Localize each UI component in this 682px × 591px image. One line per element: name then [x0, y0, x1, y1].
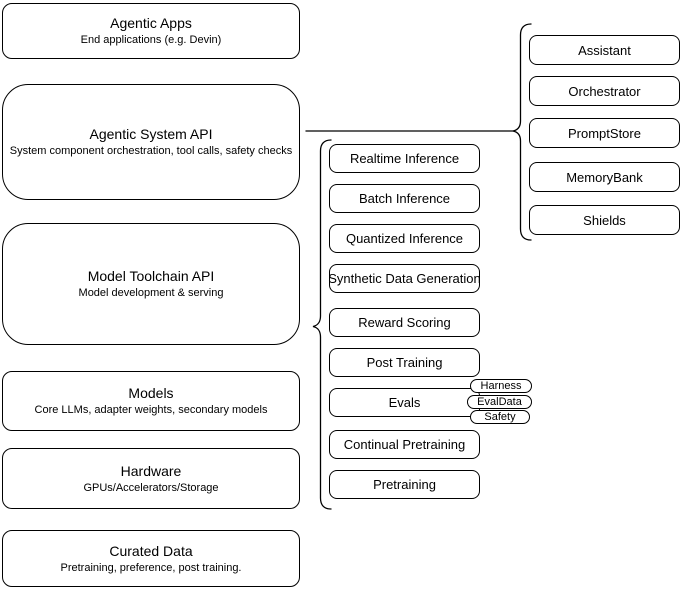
node-evals: Evals — [329, 388, 480, 417]
node-title: Agentic Apps — [110, 15, 192, 31]
node-quantized-inference: Quantized Inference — [329, 224, 480, 253]
node-label: Assistant — [578, 42, 631, 58]
node-title: Curated Data — [109, 542, 193, 559]
node-label: PromptStore — [568, 125, 641, 141]
node-orchestrator: Orchestrator — [529, 76, 680, 106]
node-label: MemoryBank — [566, 169, 643, 185]
node-label: Post Training — [366, 355, 443, 370]
tag-label: Safety — [484, 411, 516, 423]
node-label: Continual Pretraining — [343, 437, 466, 452]
node-synthetic-data-generation: Synthetic Data Generation — [328, 264, 481, 293]
node-title: Models — [128, 385, 174, 401]
node-agentic-system-api: Agentic System API System component orch… — [2, 84, 300, 200]
node-label: Pretraining — [373, 477, 436, 492]
node-reward-scoring: Reward Scoring — [329, 308, 480, 337]
node-subtitle: End applications (e.g. Devin) — [80, 34, 222, 46]
node-subtitle: System component orchestration, tool cal… — [9, 145, 293, 157]
node-subtitle: Model development & serving — [78, 287, 224, 299]
node-shields: Shields — [529, 205, 680, 235]
node-curated-data: Curated Data Pretraining, preference, po… — [2, 530, 300, 587]
tag-label: Harness — [480, 380, 522, 392]
tag-evaldata: EvalData — [467, 395, 532, 409]
node-title: Model Toolchain API — [87, 268, 215, 284]
node-model-toolchain-api: Model Toolchain API Model development & … — [2, 223, 300, 345]
node-title: Hardware — [120, 462, 182, 479]
node-agentic-apps: Agentic Apps End applications (e.g. Devi… — [2, 3, 300, 59]
node-label: Quantized Inference — [345, 231, 464, 246]
node-label: Realtime Inference — [349, 151, 460, 166]
node-label: Synthetic Data Generation — [328, 271, 481, 286]
node-post-training: Post Training — [329, 348, 480, 377]
node-subtitle: Pretraining, preference, post training. — [60, 561, 242, 574]
tag-label: EvalData — [477, 396, 522, 408]
node-subtitle: Core LLMs, adapter weights, secondary mo… — [34, 404, 268, 416]
node-promptstore: PromptStore — [529, 118, 680, 148]
node-title: Agentic System API — [89, 126, 213, 142]
tag-harness: Harness — [470, 379, 532, 393]
node-memorybank: MemoryBank — [529, 162, 680, 192]
node-label: Shields — [583, 212, 626, 228]
node-batch-inference: Batch Inference — [329, 184, 480, 213]
node-continual-pretraining: Continual Pretraining — [329, 430, 480, 459]
tag-safety: Safety — [470, 410, 530, 424]
node-hardware: Hardware GPUs/Accelerators/Storage — [2, 448, 300, 509]
node-label: Evals — [388, 395, 421, 410]
node-label: Orchestrator — [568, 83, 641, 99]
node-assistant: Assistant — [529, 35, 680, 65]
node-models: Models Core LLMs, adapter weights, secon… — [2, 371, 300, 431]
node-label: Reward Scoring — [358, 315, 451, 330]
node-label: Batch Inference — [358, 191, 451, 206]
node-subtitle: GPUs/Accelerators/Storage — [83, 481, 219, 494]
node-realtime-inference: Realtime Inference — [329, 144, 480, 173]
node-pretraining: Pretraining — [329, 470, 480, 499]
